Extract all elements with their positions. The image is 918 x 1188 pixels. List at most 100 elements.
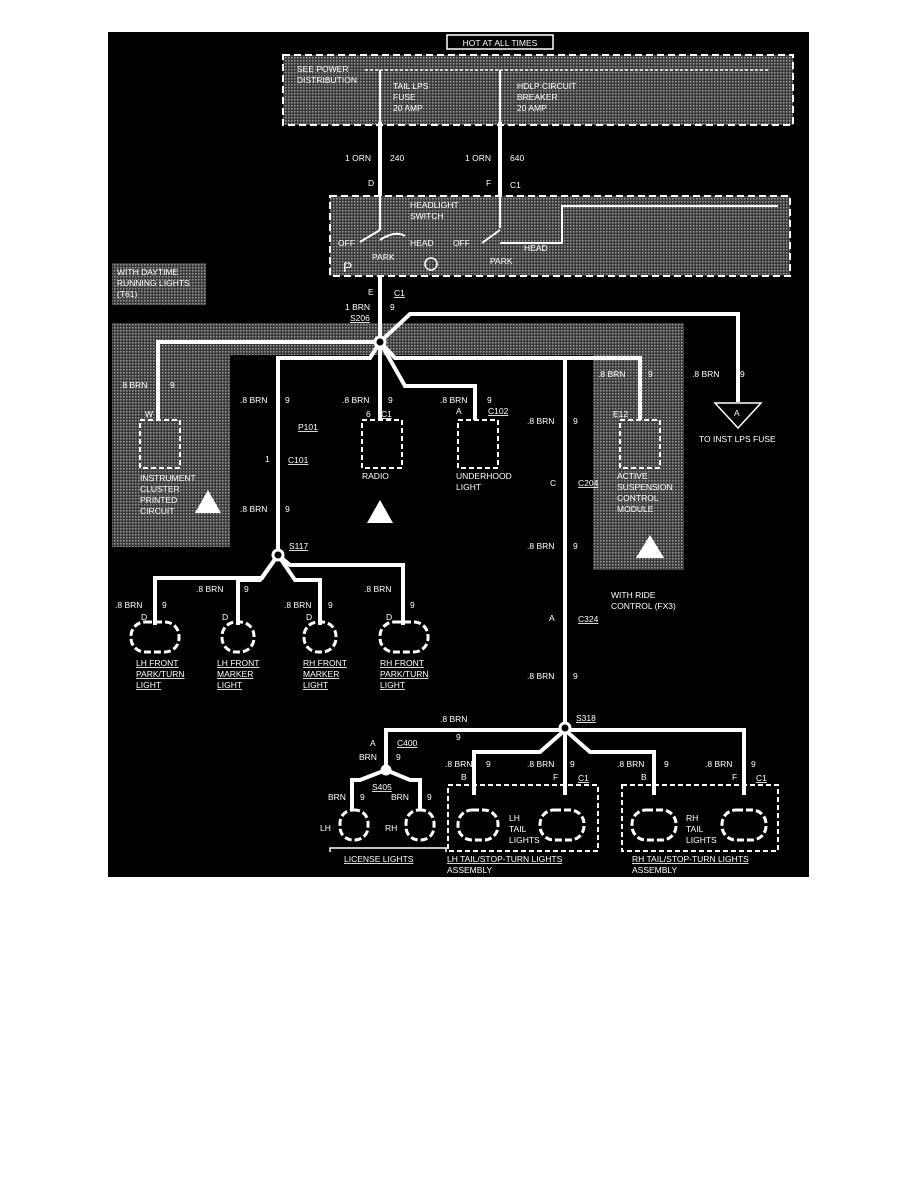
label-components-inst_fuse: TO INST LPS FUSE [699,434,776,444]
label-components-license: LICENSE LIGHTS [344,854,414,864]
label-wires-brn8: .8 BRN [240,504,267,514]
label-wires-w2_num: 640 [510,153,524,163]
label-wires-brn8: .8 BRN [692,369,719,379]
label-wires-nine: 9 [360,792,365,802]
label-wires-brn8: .8 BRN [617,759,644,769]
label-connectors-c101: C101 [288,455,309,465]
label-wires-brn8: .8 BRN [598,369,625,379]
label-wires-nine: 9 [648,369,653,379]
label-connectors-a_c102: A [456,406,462,416]
underhood-box [457,419,499,469]
label-connectors-d: D [222,612,228,622]
label-wires-w1_orn: 1 ORN [345,153,371,163]
label-wires-nine: 9 [573,671,578,681]
head-label-1: HEAD [410,238,434,248]
hdlp-breaker-line1: HDLP CIRCUIT [517,81,576,91]
label-components-rh_tail-0: RH [686,813,698,823]
label-components-lh_park-0: LH FRONT [136,658,179,668]
label-components-lh: LH [320,823,331,833]
label-connectors-b: B [641,772,647,782]
label-wires-brn8: .8 BRN [527,541,554,551]
lh-tail-bulb-2 [538,808,586,842]
esd-warning-icon [367,500,393,523]
label-wires-brn8: .8 BRN [527,671,554,681]
label-components-lh_tail-0: LH [509,813,520,823]
label-wires-brn9: 9 [390,302,395,312]
switch-label-2: SWITCH [410,211,444,221]
hdlp-breaker-line3: 20 AMP [517,103,547,113]
label-components-rh_marker-2: LIGHT [303,680,328,690]
label-components-ride_note-1: CONTROL (FX3) [611,601,676,611]
lh-tail-bulb-1 [456,808,500,842]
pin-d: D [368,178,374,188]
label-wires-w1_num: 240 [390,153,404,163]
label-connectors-p101: P101 [298,422,318,432]
label-wires-nine: 9 [328,600,333,610]
label-wires-brn8: .8 BRN [196,584,223,594]
label-connectors-e: E [368,287,374,297]
wires [153,122,746,810]
lh-marker-bulb [220,620,256,654]
see-power-line1: SEE POWER [297,64,348,74]
label-connectors-c1: C1 [394,288,405,298]
label-wires-brn8: .8 BRN [445,759,472,769]
label-components-brn: BRN [328,792,346,802]
label-connectors-s318: S318 [576,713,596,723]
label-components-rh_marker-1: MARKER [303,669,339,679]
components [139,419,779,852]
label-connectors-c102: C102 [488,406,509,416]
label-components-underhood-0: UNDERHOOD [456,471,512,481]
label-components-rh_marker-0: RH FRONT [303,658,347,668]
label-connectors-c400_pin: A [370,738,376,748]
label-wires-w2_orn: 1 ORN [465,153,491,163]
label-connectors-c1: C1 [756,773,767,783]
label-wires-brn8: .8 BRN [284,600,311,610]
label-components-cluster-3: CIRCUIT [140,506,174,516]
label-components-rh_tail-2: LIGHTS [686,835,717,845]
label-wires-brn8: .8 BRN [705,759,732,769]
rh-tail-bulb-2 [720,808,768,842]
label-components-cluster-2: PRINTED [140,495,177,505]
label-connectors-w: W [145,409,153,419]
label-wires-nine: 9 [285,395,290,405]
label-components-ride_note-0: WITH RIDE [611,590,656,600]
active-box [619,419,661,469]
splice-s117 [271,548,285,562]
label-connectors-f: F [732,772,737,782]
rh-park-bulb [378,620,430,654]
label-connectors-s117: S117 [289,541,308,551]
label-wires-brn8: .8 BRN [364,584,391,594]
label-wires-nine: 9 [285,504,290,514]
pin-f: F [486,178,491,188]
label-wires-brn8: .8 BRN [440,714,467,724]
label-connectors-d: D [386,612,392,622]
label-wires-brn8: .8 BRN [527,416,554,426]
labels: 1 ORN 240 1 ORN 640 WITH DAYTIME RUNNING… [115,153,776,875]
label-connectors-c400: C400 [397,738,418,748]
label-components-rh_park-0: RH FRONT [380,658,424,668]
lh-license-bulb [338,808,370,842]
label-components-active-1: SUSPENSION [617,482,673,492]
label-connectors-pin6: 6 [366,409,371,419]
label-components-lh_marker-2: LIGHT [217,680,242,690]
rh-assy-box [621,784,779,852]
label-components-active-2: CONTROL [617,493,659,503]
label-daytime_note-0: WITH DAYTIME [117,267,179,277]
rh-license-bulb [404,808,436,842]
label-components-lh_assy-0: LH TAIL/STOP-TURN LIGHTS [447,854,563,864]
label-wires-brn1: 1 BRN [345,302,370,312]
esd-warning-icon [195,490,221,513]
label-components-active-0: ACTIVE [617,471,648,481]
splice-s318 [558,721,572,735]
label-wires-nine: 9 [751,759,756,769]
label-components-lh_marker-0: LH FRONT [217,658,260,668]
label-components-radio: RADIO [362,471,389,481]
label-wires-nine: 9 [570,759,575,769]
label-components-lh_tail-1: TAIL [509,824,527,834]
inst-fuse-triangle [713,402,763,430]
label-daytime_note-2: (T61) [117,289,137,299]
label-components-brn: BRN [391,792,409,802]
label-wires-brn8: .8 BRN [440,395,467,405]
label-components-rh_assy-0: RH TAIL/STOP-TURN LIGHTS [632,854,749,864]
